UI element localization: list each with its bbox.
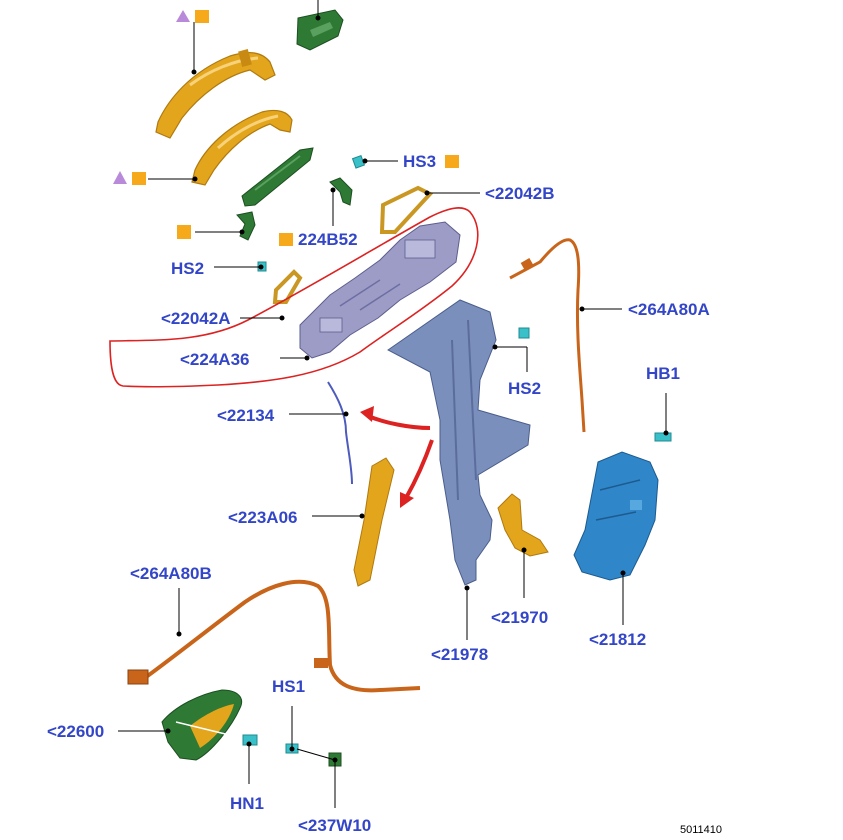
leader-dots [165, 15, 669, 763]
label-237w10: <237W10 [298, 816, 372, 835]
label-hb1: HB1 [646, 364, 681, 383]
label-21812: <21812 [589, 630, 647, 649]
hs3-fastener [351, 154, 366, 169]
handle-carrier-224a36 [299, 221, 461, 359]
green-bracket-224b52 [329, 177, 353, 206]
green-clip [236, 211, 256, 241]
cable-264a80a [509, 238, 586, 433]
rod-22134 [327, 381, 353, 485]
square-symbol [195, 10, 209, 23]
exterior-handle-lower [191, 109, 293, 186]
label-22134: <22134 [217, 406, 275, 425]
label-264a80b: <264A80B [130, 564, 212, 583]
reference-number: 5011410 [680, 824, 723, 836]
square-symbol [177, 225, 191, 239]
label-223a06: <223A06 [228, 508, 298, 527]
gasket-22042b [379, 185, 434, 234]
hb1-fastener [654, 432, 672, 442]
label-224a36: <224A36 [180, 350, 250, 369]
label-264a80a: <264A80A [628, 300, 710, 319]
label-hn1: HN1 [230, 794, 265, 813]
label-22042b: <22042B [485, 184, 555, 203]
reinforcement-21978 [387, 299, 531, 586]
label-hs2-top: HS2 [171, 259, 205, 278]
label-hs1: HS1 [272, 677, 306, 696]
label-21970: <21970 [491, 608, 549, 627]
green-trim-strip [241, 147, 314, 207]
bracket-21970 [497, 493, 549, 557]
door-latch-21812 [573, 451, 659, 581]
label-22600: <22600 [47, 722, 105, 741]
gasket-22042a [272, 269, 303, 304]
highlight-outline [109, 207, 479, 388]
label-224b52: 224B52 [298, 230, 358, 249]
triangle-symbol [113, 171, 127, 184]
strip-223a06 [353, 457, 395, 587]
label-22042a: <22042A [161, 309, 231, 328]
inner-handle-22600 [161, 689, 251, 761]
exterior-handle-upper [155, 48, 276, 139]
label-21978: <21978 [431, 645, 489, 664]
square-symbol [132, 172, 146, 185]
square-symbol [279, 233, 293, 246]
square-symbol [445, 155, 459, 168]
cable-264a80b [127, 579, 421, 693]
red-arrow-upper [360, 406, 431, 430]
label-hs2-mid: HS2 [508, 379, 542, 398]
triangle-symbol [176, 10, 190, 22]
leader-lines [118, 0, 667, 808]
red-arrow-lower [400, 439, 434, 508]
top-green-cover [296, 9, 344, 51]
hs2-fastener-mid [518, 327, 530, 339]
label-hs3: HS3 [403, 152, 437, 171]
